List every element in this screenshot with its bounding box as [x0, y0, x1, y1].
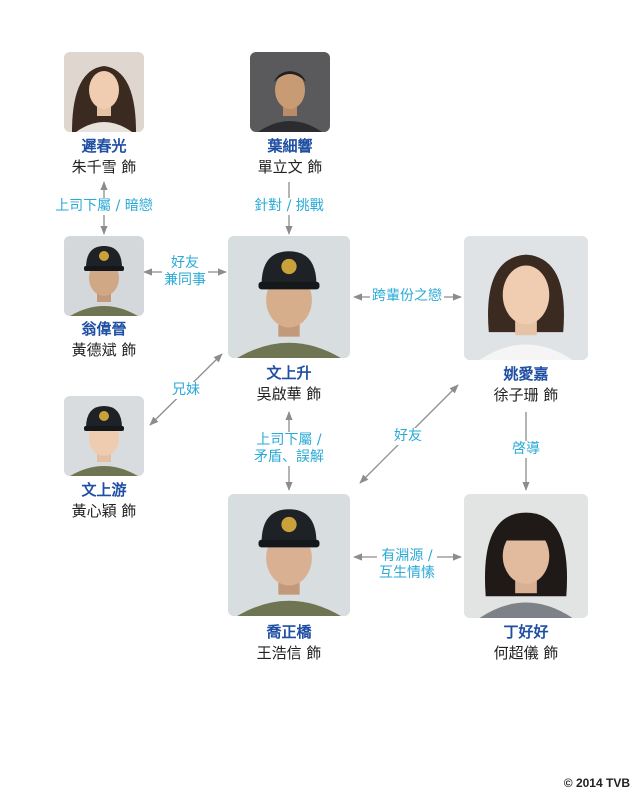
- relationship-label-mentor: 啓導: [510, 441, 542, 458]
- character-name-yung-wai-chun: 翁偉晉: [81, 320, 127, 338]
- relationship-label-line: 兼同事: [164, 272, 206, 288]
- character-name-man-sheung-yau: 文上游: [81, 481, 127, 499]
- relationship-label-shared-origin: 有淵源 / 互生情愫: [377, 548, 437, 582]
- relationship-label-cross-rank-romance: 跨輩份之戀: [370, 288, 444, 305]
- male-cap-portrait-image: [64, 236, 144, 316]
- portrait-man-sheung-sing: [228, 236, 350, 358]
- female-portrait-image: [464, 494, 588, 618]
- actor-credit-yip-sai-heung: 單立文 飾: [257, 158, 323, 176]
- character-name-man-sheung-sing: 文上升: [266, 364, 312, 382]
- actor-credit-yiu-oi-ka: 徐子珊 飾: [493, 386, 559, 404]
- relationship-label-siblings: 兄妹: [170, 382, 202, 399]
- portrait-man-sheung-yau: [64, 396, 144, 476]
- actor-credit-ting-ho-ho: 何超儀 飾: [493, 644, 559, 662]
- portrait-ting-ho-ho: [464, 494, 588, 618]
- relationship-label-friends-colleagues: 好友 兼同事: [162, 255, 208, 289]
- character-name-yiu-oi-ka: 姚愛嘉: [503, 365, 549, 383]
- relationship-label-line: 矛盾、誤解: [254, 449, 324, 465]
- portrait-kiu-ching-kiu: [228, 494, 350, 616]
- portrait-yiu-oi-ka: [464, 236, 588, 360]
- relationship-label-friends: 好友: [392, 428, 424, 445]
- portrait-yung-wai-chun: [64, 236, 144, 316]
- relationship-label-line: 有淵源 /: [381, 548, 433, 564]
- female-portrait-image: [464, 236, 588, 360]
- male-portrait-image: [250, 52, 330, 132]
- actor-credit-yung-wai-chun: 黃德斌 飾: [71, 341, 137, 359]
- relationship-label-line: 上司下屬 /: [256, 432, 322, 448]
- relationship-label-line: 互生情愫: [379, 565, 435, 581]
- actor-credit-kiu-ching-kiu: 王浩信 飾: [256, 644, 322, 662]
- character-name-kiu-ching-kiu: 喬正橋: [266, 623, 312, 641]
- portrait-chi-chun-kwong: [64, 52, 144, 132]
- actor-credit-man-sheung-yau: 黃心穎 飾: [71, 502, 137, 520]
- actor-credit-man-sheung-sing: 吳啟華 飾: [256, 385, 322, 403]
- female-portrait-image: [64, 52, 144, 132]
- character-name-chi-chun-kwong: 遲春光: [81, 137, 127, 155]
- relationship-label-line: 好友: [171, 255, 199, 271]
- female-cap-portrait-image: [64, 396, 144, 476]
- portrait-yip-sai-heung: [250, 52, 330, 132]
- relationship-label-superior-crush: 上司下屬 / 暗戀: [53, 198, 155, 215]
- male-cap-portrait-image: [228, 236, 350, 358]
- actor-credit-chi-chun-kwong: 朱千雪 飾: [71, 158, 137, 176]
- male-cap-portrait-image: [228, 494, 350, 616]
- relationship-label-rivalry: 針對 / 挑戰: [252, 198, 326, 215]
- relationship-label-superior-conflict: 上司下屬 / 矛盾、誤解: [252, 432, 326, 466]
- character-name-ting-ho-ho: 丁好好: [503, 623, 549, 641]
- copyright-notice: © 2014 TVB: [563, 776, 630, 790]
- character-name-yip-sai-heung: 葉細響: [267, 137, 313, 155]
